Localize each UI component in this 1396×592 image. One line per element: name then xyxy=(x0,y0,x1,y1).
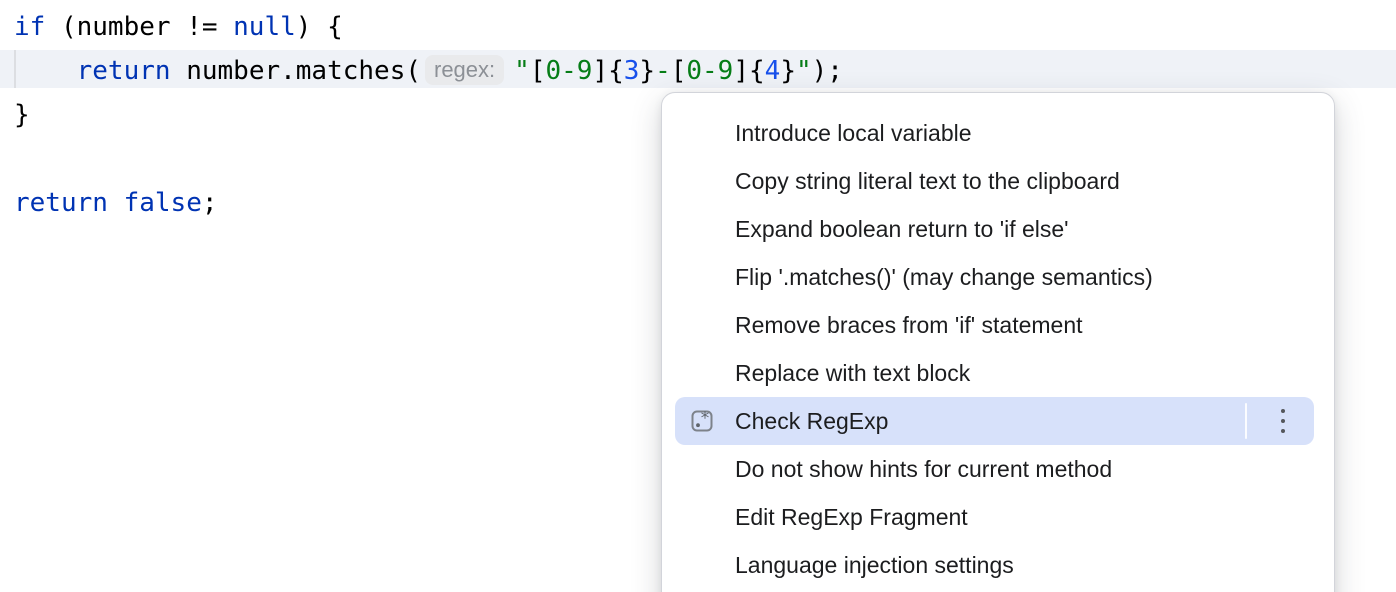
code-token: return xyxy=(14,188,108,218)
code-token: return xyxy=(76,56,171,86)
more-options-icon[interactable] xyxy=(1266,409,1300,433)
code-token: if xyxy=(14,12,46,42)
icon-spacer xyxy=(691,554,713,576)
code-line: if (number != null) { xyxy=(14,5,843,49)
code-token xyxy=(14,56,77,86)
code-token: } xyxy=(639,56,656,86)
menu-item-label: Replace with text block xyxy=(735,359,971,386)
menu-item-label: Check RegExp xyxy=(735,407,889,434)
menu-item-label: Remove braces from 'if' statement xyxy=(735,311,1083,338)
code-token: " xyxy=(514,56,530,86)
code-line: return number.matches(regex:"[0-9]{3}-[0… xyxy=(14,49,843,93)
submenu-separator xyxy=(1245,403,1247,439)
code-token: { xyxy=(608,56,624,86)
code-token: " xyxy=(795,56,812,86)
code-line: } xyxy=(14,93,843,137)
menu-item[interactable]: Flip '.matches()' (may change semantics) xyxy=(675,253,1314,301)
regexp-icon: * xyxy=(691,409,713,432)
code-line: return false; xyxy=(14,181,843,225)
current-line-highlight xyxy=(0,50,1396,88)
icon-spacer xyxy=(691,122,713,144)
code-token: - xyxy=(655,56,671,86)
menu-item-label: Language injection settings xyxy=(735,551,1014,578)
menu-item-label: Flip '.matches()' (may change semantics) xyxy=(735,263,1153,290)
code-token: ; xyxy=(201,188,218,218)
code-token: 3 xyxy=(623,56,640,86)
code-token: ] xyxy=(733,56,749,86)
code-token: (number != xyxy=(45,12,234,42)
icon-spacer xyxy=(691,266,713,288)
code-token: number.matches( xyxy=(170,56,421,86)
menu-item-label: Expand boolean return to 'if else' xyxy=(735,215,1069,242)
menu-item-label: Copy string literal text to the clipboar… xyxy=(735,167,1120,194)
code-token xyxy=(108,188,124,218)
code-token: null xyxy=(233,12,296,42)
menu-item[interactable]: Language injection settings xyxy=(675,541,1314,589)
menu-item[interactable]: Introduce local variable xyxy=(675,109,1314,157)
code-token: ) { xyxy=(295,12,343,42)
code-token: } xyxy=(780,56,796,86)
parameter-hint-pill[interactable]: regex: xyxy=(425,55,505,85)
menu-item[interactable]: Remove braces from 'if' statement xyxy=(675,301,1314,349)
code-token: ); xyxy=(811,56,843,86)
menu-item[interactable]: Expand boolean return to 'if else' xyxy=(675,205,1314,253)
menu-item[interactable]: Replace with text block xyxy=(675,349,1314,397)
code-token: 4 xyxy=(764,56,781,86)
code-token: ] xyxy=(592,56,609,86)
code-token: [ xyxy=(670,56,687,86)
menu-item[interactable]: * Check RegExp xyxy=(675,397,1314,445)
menu-item-label: Do not show hints for current method xyxy=(735,455,1113,482)
menu-item[interactable]: Do not show hints for current method xyxy=(675,445,1314,493)
icon-spacer xyxy=(691,458,713,480)
code-token: [ xyxy=(529,56,546,86)
menu-item-label: Edit RegExp Fragment xyxy=(735,503,968,530)
icon-spacer xyxy=(691,170,713,192)
menu-item[interactable]: Edit RegExp Fragment xyxy=(675,493,1314,541)
svg-text:*: * xyxy=(700,410,710,429)
menu-item[interactable]: Copy string literal text to the clipboar… xyxy=(675,157,1314,205)
code-token: 0-9 xyxy=(686,56,734,86)
menu-item-label: Introduce local variable xyxy=(735,119,972,146)
code-token: { xyxy=(749,56,765,86)
icon-spacer xyxy=(691,314,713,336)
code-token: 0-9 xyxy=(545,56,593,86)
icon-spacer xyxy=(691,506,713,528)
indent-guide xyxy=(14,50,16,88)
code-text[interactable]: if (number != null) { return number.matc… xyxy=(14,5,843,225)
icon-spacer xyxy=(691,362,713,384)
icon-spacer xyxy=(691,218,713,240)
code-token: } xyxy=(14,100,30,130)
code-token: false xyxy=(123,188,202,218)
